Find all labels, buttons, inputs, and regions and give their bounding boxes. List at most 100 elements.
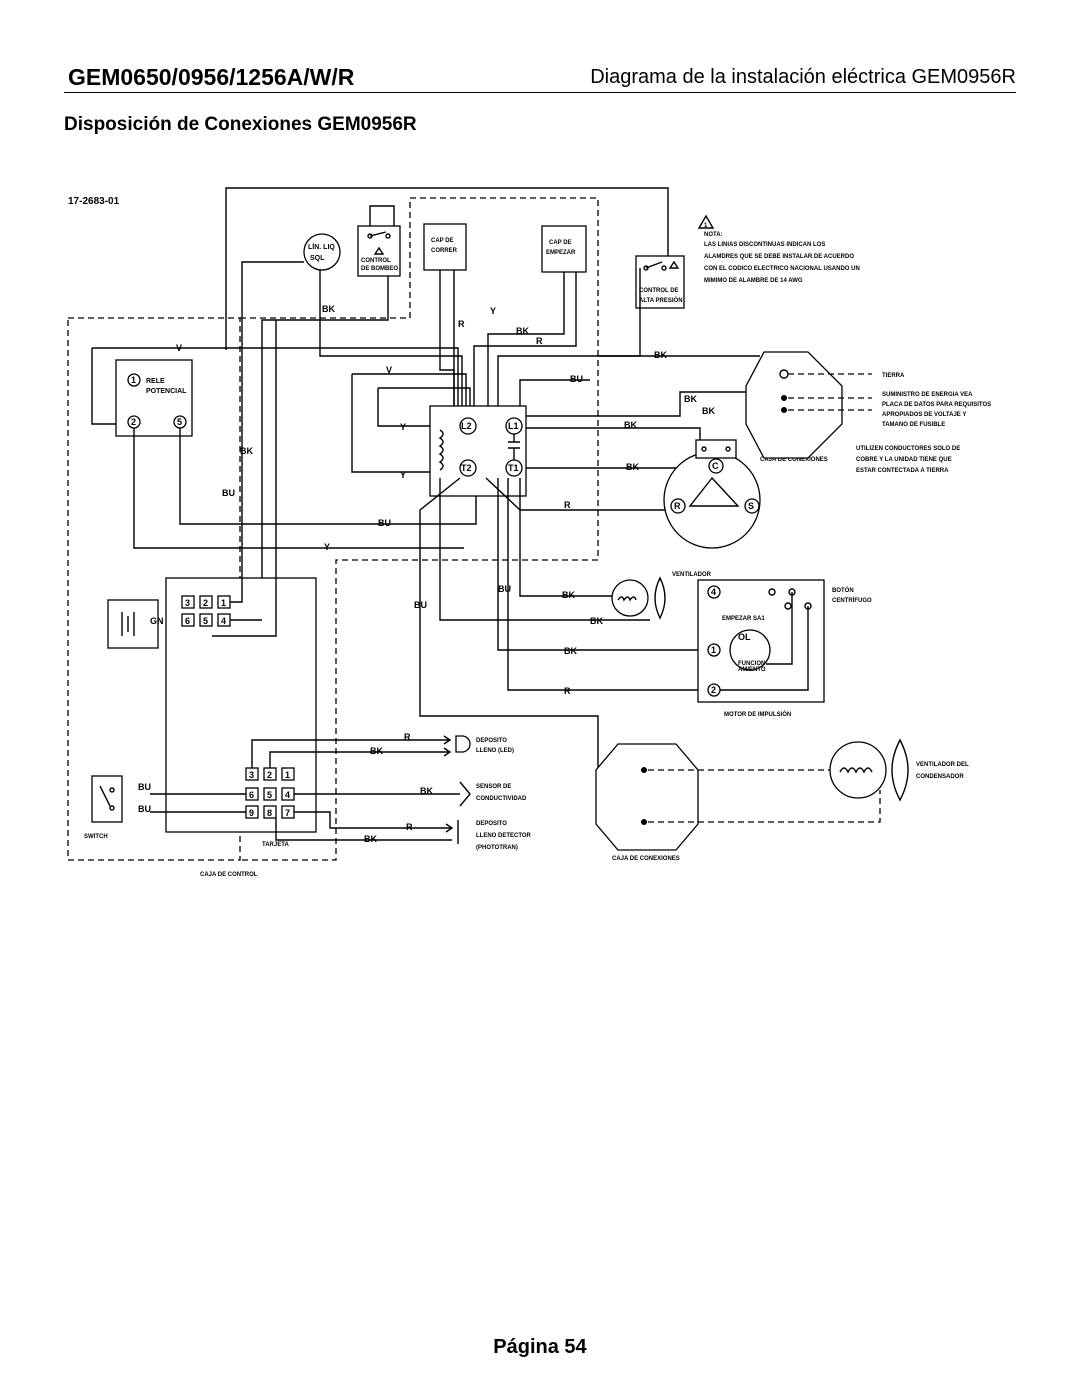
- svg-text:R: R: [458, 319, 465, 329]
- svg-text:2: 2: [267, 770, 272, 780]
- control-box-dashed-border: [67, 317, 241, 861]
- svg-text:1: 1: [704, 223, 708, 229]
- svg-text:VENTILADOR: VENTILADOR: [672, 572, 712, 578]
- potential-relay: 1 RELE POTENCIAL 2 5: [115, 359, 193, 437]
- svg-text:APROPIADOS DE VOLTAJE Y: APROPIADOS DE VOLTAJE Y: [882, 412, 966, 418]
- svg-text:MIMIMO DE ALAMBRE DE 14 AWG: MIMIMO DE ALAMBRE DE 14 AWG: [704, 278, 803, 284]
- svg-text:CAJA DE CONEXIONES: CAJA DE CONEXIONES: [760, 457, 828, 463]
- svg-text:T2: T2: [461, 463, 472, 473]
- svg-text:CAP DE: CAP DE: [549, 240, 572, 246]
- wire-y-loop: [377, 388, 430, 427]
- svg-text:CORRER: CORRER: [431, 248, 458, 254]
- svg-text:8: 8: [267, 808, 272, 818]
- svg-text:BU: BU: [222, 488, 235, 498]
- svg-text:BK: BK: [370, 746, 383, 756]
- svg-text:BU: BU: [498, 584, 511, 594]
- wire-bk-motor1: [497, 478, 708, 651]
- svg-text:L1: L1: [508, 421, 519, 431]
- svg-text:5: 5: [267, 790, 272, 800]
- wiring-note: 1 NOTA: LAS LINIAS DISCONTINUAS INDICAN …: [697, 214, 860, 284]
- svg-text:9: 9: [249, 808, 254, 818]
- wire-start-cap-r: [473, 272, 577, 412]
- wire-v-mid2: [352, 373, 467, 410]
- power-supply-junction: [745, 351, 843, 459]
- svg-text:EMPEZAR SA1: EMPEZAR SA1: [722, 616, 765, 622]
- svg-text:4: 4: [221, 616, 226, 626]
- bin-full-detector: DEPOSITO LLENO DETECTOR (PHOTOTRAN): [440, 820, 532, 851]
- svg-text:BK: BK: [420, 786, 433, 796]
- svg-text:CON EL CODICO ELECTRICO NACION: CON EL CODICO ELECTRICO NACIONAL USANDO …: [704, 266, 860, 272]
- terminal-block: L2 L1 T2 T1: [429, 405, 527, 497]
- wire-led-r: [251, 739, 440, 768]
- svg-text:CONDUCTIVIDAD: CONDUCTIVIDAD: [476, 796, 527, 802]
- svg-text:R: R: [564, 500, 571, 510]
- svg-text:PLACA DE DATOS PARA REQUISITOS: PLACA DE DATOS PARA REQUISITOS: [882, 402, 991, 408]
- high-pressure-control: CONTROL DE ALTA PRESIÓN: [635, 255, 685, 309]
- svg-text:EMPEZAR: EMPEZAR: [546, 250, 576, 256]
- svg-text:TAMANO DE FUSIBLE: TAMANO DE FUSIBLE: [882, 422, 945, 428]
- compressor: C R S CAJA DE CONEXIONES: [663, 439, 828, 549]
- svg-text:ESTAR CONTECTADA A TIERRA: ESTAR CONTECTADA A TIERRA: [856, 468, 949, 474]
- svg-text:4: 4: [711, 587, 716, 597]
- wire-bk-sql: [319, 270, 463, 410]
- condenser-fan: VENTILADOR DEL CONDENSADOR: [829, 738, 969, 802]
- svg-text:S: S: [748, 501, 754, 511]
- wire-detector-bk: [275, 818, 440, 841]
- svg-text:3: 3: [249, 770, 254, 780]
- svg-text:LLENO DETECTOR: LLENO DETECTOR: [476, 833, 532, 839]
- lower-junction-box: CAJA DE CONEXIONES: [595, 743, 699, 862]
- svg-text:1: 1: [285, 770, 290, 780]
- svg-text:BU: BU: [138, 804, 151, 814]
- svg-text:BK: BK: [564, 646, 577, 656]
- page-number: Página 54: [493, 1336, 587, 1358]
- svg-text:ALAMDRES QUE SE DEBE INSTALAR: ALAMDRES QUE SE DEBE INSTALAR DE ACUERDO: [704, 254, 854, 260]
- wire-bu-l1: [519, 379, 590, 410]
- svg-text:COBRE Y LA UNIDAD TIENE QUE: COBRE Y LA UNIDAD TIENE QUE: [856, 457, 952, 463]
- wire-run-cap: [439, 270, 455, 412]
- svg-text:V: V: [176, 343, 182, 353]
- svg-text:DEPOSITO: DEPOSITO: [476, 821, 507, 827]
- svg-text:SENSOR DE: SENSOR DE: [476, 784, 511, 790]
- svg-text:R: R: [406, 822, 413, 832]
- svg-text:POTENCIAL: POTENCIAL: [146, 388, 187, 395]
- svg-text:CONDENSADOR: CONDENSADOR: [916, 774, 964, 780]
- svg-text:BK: BK: [590, 616, 603, 626]
- section-title: Disposición de Conexiones GEM0956R: [64, 114, 417, 135]
- liquid-line-solenoid: LÍN. LIQ SQL: [303, 233, 341, 271]
- part-number: 17-2683-01: [68, 196, 120, 207]
- wire-bk-fan: [519, 478, 612, 597]
- svg-text:UTILIZEN CONDUCTORES SOLO DE: UTILIZEN CONDUCTORES SOLO DE: [856, 446, 960, 452]
- wire-color-labels: BK Y R BK R V BK V BU BK BK Y BK BK BK Y…: [138, 304, 715, 844]
- svg-text:3: 3: [185, 598, 190, 608]
- control-board-connector-lower: 3 2 1 6 5 4 9 8 7: [245, 767, 295, 819]
- svg-text:BK: BK: [364, 834, 377, 844]
- field-wiring-dashed-path: [240, 197, 599, 861]
- svg-text:2: 2: [711, 685, 716, 695]
- svg-text:BK: BK: [626, 462, 639, 472]
- svg-text:Y: Y: [400, 470, 406, 480]
- wire-led-bk: [269, 751, 440, 768]
- svg-text:TIERRA: TIERRA: [882, 373, 905, 379]
- svg-text:BK: BK: [322, 304, 335, 314]
- svg-text:1: 1: [711, 645, 716, 655]
- svg-text:Y: Y: [324, 542, 330, 552]
- svg-text:BU: BU: [138, 782, 151, 792]
- svg-text:OL: OL: [738, 632, 751, 642]
- svg-text:BK: BK: [516, 326, 529, 336]
- ground-symbol: GN: [107, 599, 164, 649]
- wire-bk-l1-supply: [526, 391, 760, 417]
- svg-text:GN: GN: [150, 616, 164, 626]
- wire-bu-down: [419, 477, 612, 771]
- svg-text:BK: BK: [240, 446, 253, 456]
- fan-motor: VENTILADOR: [611, 572, 712, 620]
- svg-text:R: R: [536, 336, 543, 346]
- svg-text:R: R: [564, 686, 571, 696]
- svg-text:4: 4: [285, 790, 290, 800]
- svg-text:6: 6: [249, 790, 254, 800]
- svg-text:(PHOTOTRAN): (PHOTOTRAN): [476, 845, 518, 851]
- svg-text:CENTRÍFUGO: CENTRÍFUGO: [832, 596, 872, 604]
- svg-text:V: V: [386, 365, 392, 375]
- wire-start-cap: [487, 272, 565, 412]
- svg-text:5: 5: [177, 417, 182, 427]
- svg-text:CONTROL DE: CONTROL DE: [639, 288, 679, 294]
